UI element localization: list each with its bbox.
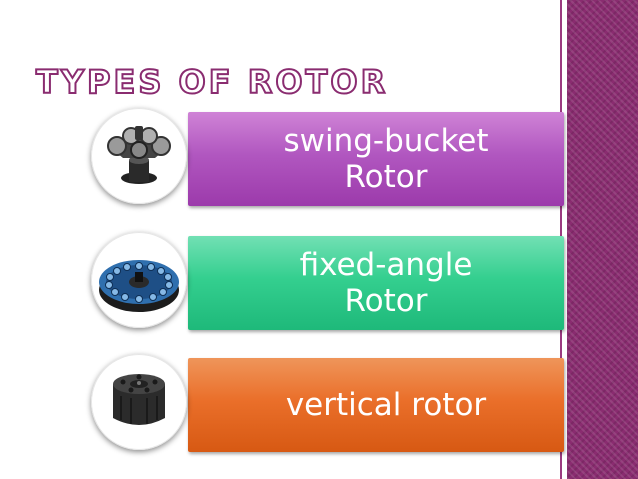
- rotor-item-fixed-angle: fixed-angle Rotor: [88, 232, 564, 336]
- rotor-label: fixed-angle Rotor: [299, 247, 473, 319]
- rotor-label: vertical rotor: [285, 387, 487, 423]
- decorative-side-stripe: [567, 0, 638, 479]
- rotor-item-vertical: vertical rotor: [88, 354, 564, 458]
- vertical-rotor-icon: [91, 354, 187, 450]
- rotor-label-box: fixed-angle Rotor: [188, 236, 564, 330]
- rotor-item-swing-bucket: swing-bucket Rotor: [88, 108, 564, 212]
- rotor-label: swing-bucket Rotor: [283, 123, 489, 195]
- fixed-angle-rotor-icon: [91, 232, 187, 328]
- rotor-label-box: swing-bucket Rotor: [188, 112, 564, 206]
- swing-bucket-rotor-icon: [91, 108, 187, 204]
- rotor-label-box: vertical rotor: [188, 358, 564, 452]
- slide-title: TYPES OF ROTOR: [35, 62, 389, 102]
